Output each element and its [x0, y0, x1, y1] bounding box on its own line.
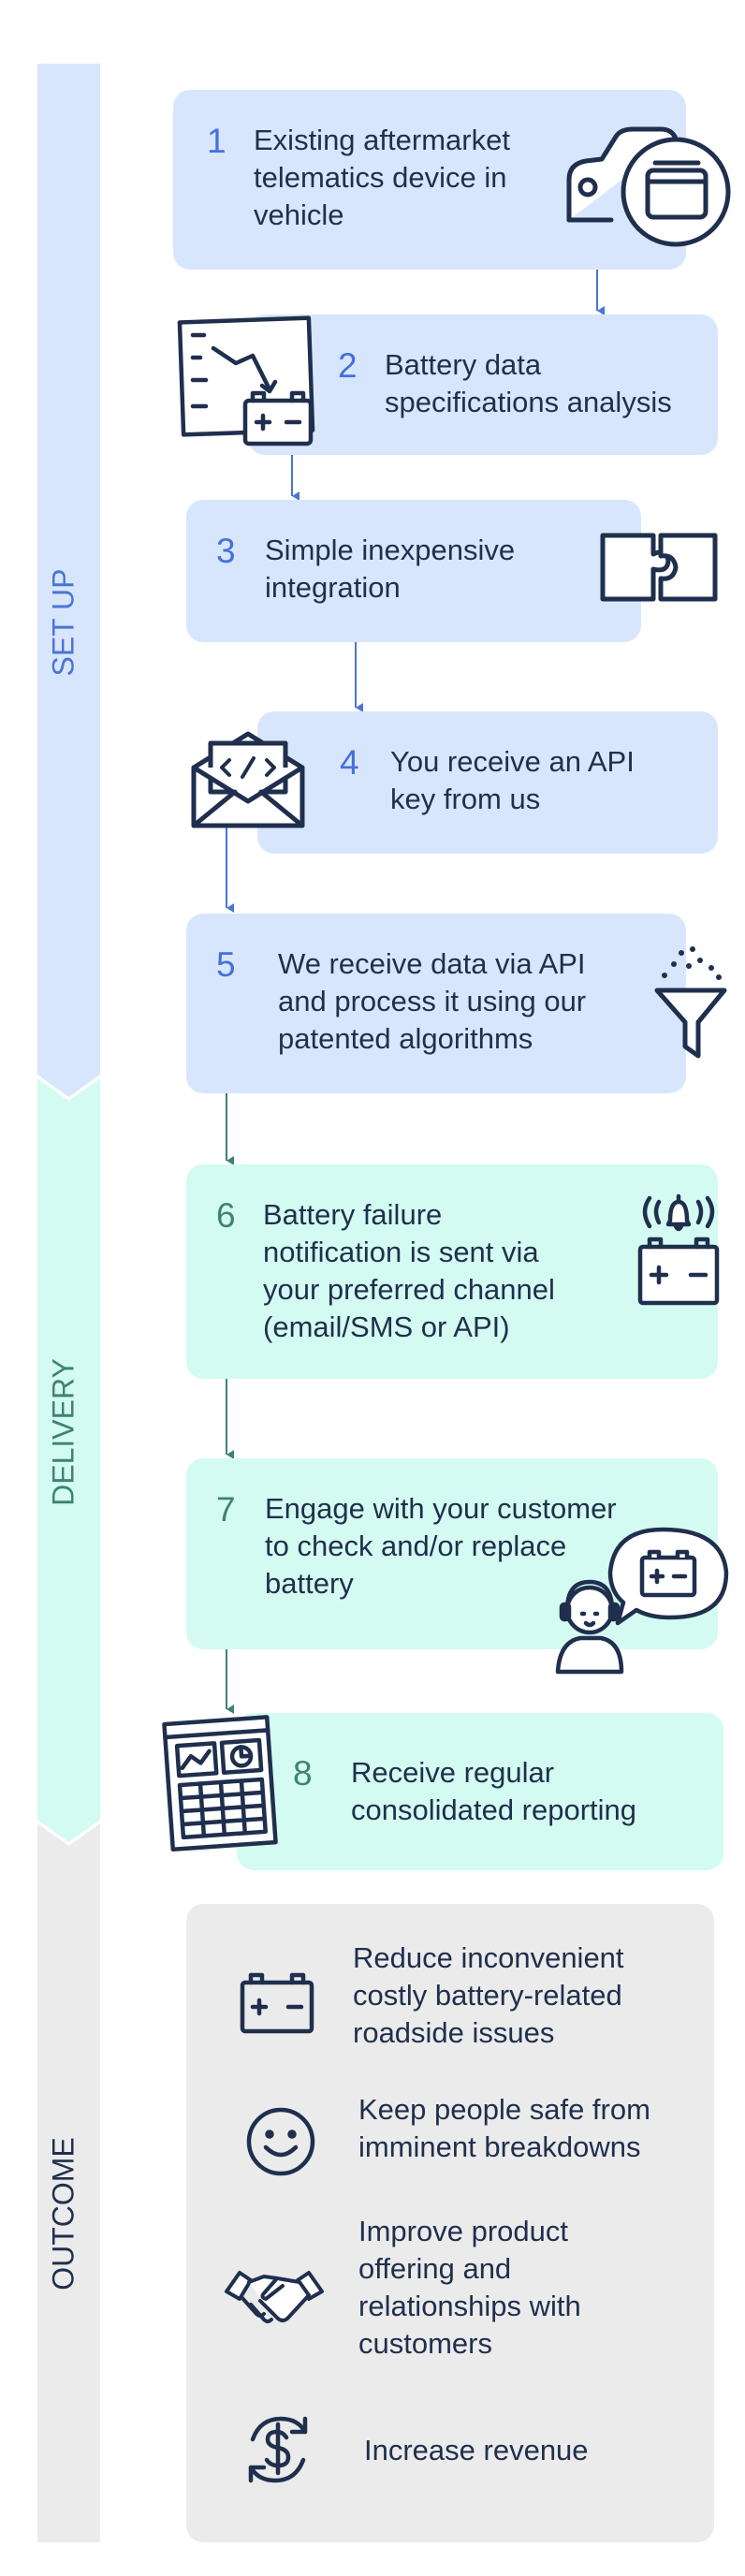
battery-alarm-icon — [637, 1193, 720, 1306]
support-agent-icon — [555, 1527, 729, 1675]
outcome-panel: Reduce inconvenient costly battery-relat… — [186, 1904, 714, 2542]
step-6-card: 6 Battery failure notification is sent v… — [186, 1164, 718, 1379]
step-5-number: 5 — [216, 945, 236, 984]
step-2-card: 2 Battery data specifications analysis — [248, 315, 718, 455]
outcome-2-text: Keep people safe from imminent breakdown… — [358, 2093, 650, 2163]
step-5-card: 5 We receive data via API and process it… — [186, 914, 686, 1093]
step-2-text: Battery data specifications analysis — [385, 348, 672, 418]
step-6-text: Battery failure notification is sent via… — [263, 1198, 555, 1343]
step-4-number: 4 — [340, 743, 359, 782]
outcome-3-text: Improve product offering and relationshi… — [358, 2215, 581, 2360]
step-2-number: 2 — [338, 346, 358, 385]
step-3-text: Simple inexpensive integration — [265, 534, 516, 604]
battery-icon — [240, 1972, 314, 2034]
step-8-number: 8 — [293, 1754, 313, 1793]
step-4-card: 4 You receive an API key from us — [257, 711, 718, 854]
car-telematics-icon — [566, 126, 731, 247]
report-dashboard-icon — [162, 1715, 278, 1852]
step-6-number: 6 — [216, 1196, 236, 1235]
step-1-card: 1 Existing aftermarket telematics device… — [173, 90, 686, 270]
step-4-text: You receive an API key from us — [390, 745, 635, 815]
step-1-number: 1 — [207, 122, 226, 160]
envelope-code-icon — [191, 731, 305, 828]
step-8-text: Receive regular consolidated reporting — [351, 1756, 637, 1826]
step-3-number: 3 — [216, 532, 236, 570]
setup-phase-band — [37, 64, 100, 1097]
step-3-card: 3 Simple inexpensive integration — [186, 500, 641, 642]
step-1-text: Existing aftermarket telematics device i… — [254, 124, 510, 231]
outcome-1-text: Reduce inconvenient costly battery-relat… — [353, 1941, 624, 2049]
puzzle-icon — [600, 533, 718, 602]
outcome-4-text: Increase revenue — [364, 2434, 589, 2466]
step-8-card: 8 Receive regular consolidated reporting — [237, 1713, 723, 1870]
chart-battery-icon — [177, 315, 315, 446]
outcome-phase-band — [37, 1823, 100, 2542]
smiley-icon — [246, 2107, 315, 2176]
handshake-icon — [225, 2271, 324, 2323]
dollar-cycle-icon — [248, 2416, 308, 2483]
step-7-number: 7 — [216, 1490, 236, 1529]
funnel-icon — [654, 946, 727, 1059]
delivery-phase-band — [37, 1078, 100, 1842]
step-7-text: Engage with your customer to check and/o… — [265, 1492, 617, 1600]
step-5-text: We receive data via API and process it u… — [278, 947, 587, 1055]
